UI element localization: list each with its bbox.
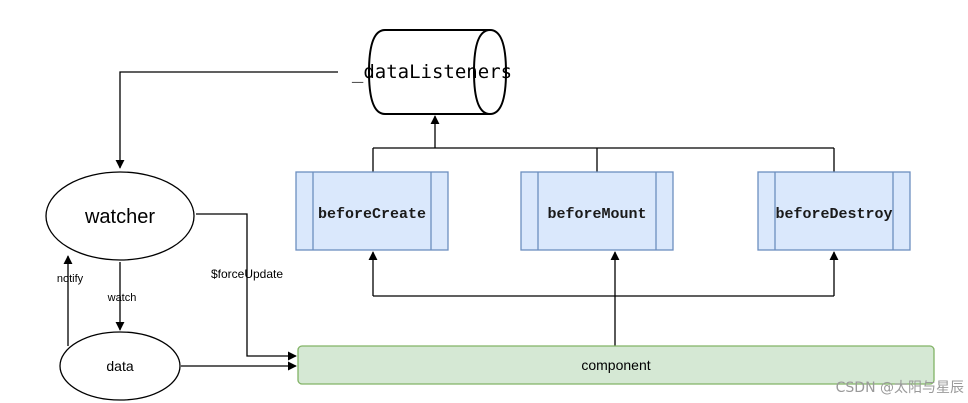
edge-watch-label: watch <box>107 292 137 304</box>
hook-before-destroy-label: beforeDestroy <box>775 206 892 223</box>
edge-force-update <box>196 213 297 361</box>
data-listeners-label: _dataListeners <box>352 61 512 83</box>
hook-before-mount: beforeMount <box>520 171 674 251</box>
edge-notify-label: notify <box>57 273 84 285</box>
hook-before-create: beforeCreate <box>295 171 449 251</box>
edge-store-to-watcher <box>115 71 338 169</box>
data-label: data <box>106 358 133 374</box>
component-label: component <box>581 357 650 373</box>
watcher-node: watcher <box>45 171 195 261</box>
edge-hooks-to-store <box>372 115 835 172</box>
edge-force-update-label: $forceUpdate <box>211 267 283 281</box>
hook-before-destroy: beforeDestroy <box>757 171 911 251</box>
data-node: data <box>59 331 181 401</box>
csdn-watermark: CSDN @太阳与星辰 <box>836 380 964 396</box>
watcher-label: watcher <box>84 206 155 228</box>
data-listeners-store: _dataListeners <box>352 29 512 115</box>
edge-component-to-hooks <box>368 251 839 346</box>
component-box: component <box>297 345 935 385</box>
hook-before-create-label: beforeCreate <box>318 206 426 223</box>
hook-before-mount-label: beforeMount <box>547 206 646 223</box>
